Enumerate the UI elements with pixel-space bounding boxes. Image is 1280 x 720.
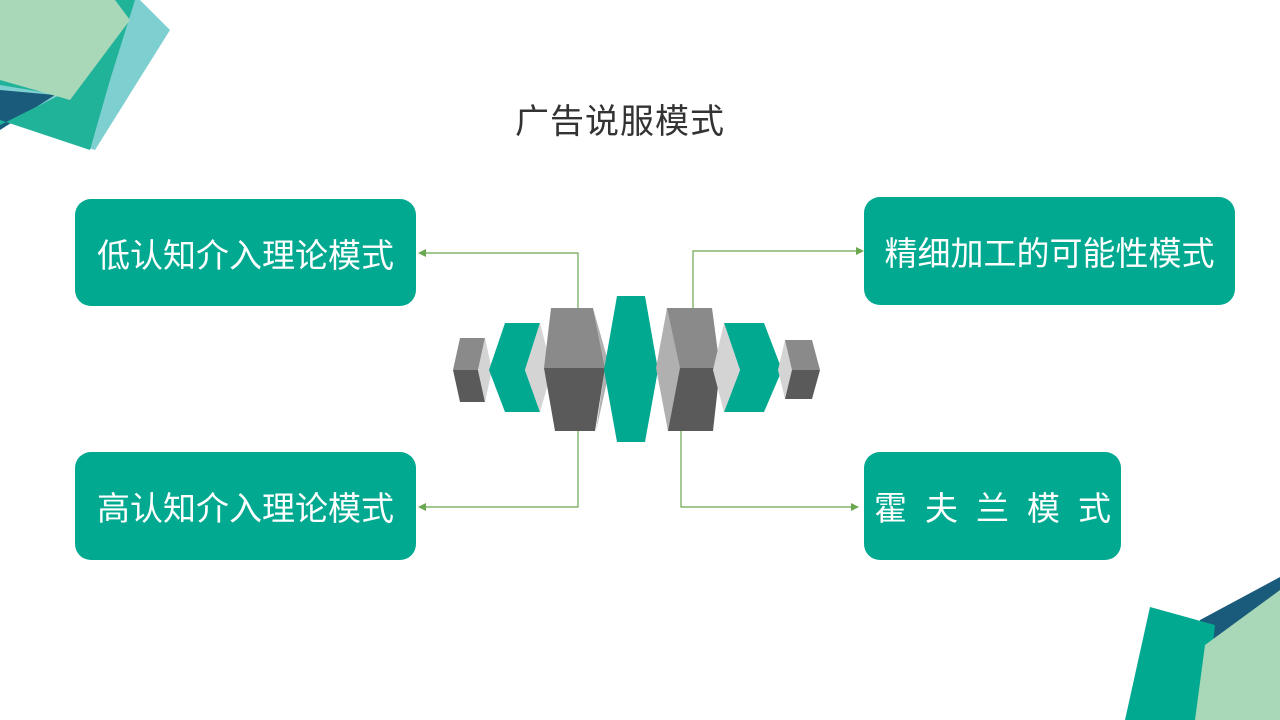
connector-top-left: [424, 252, 579, 308]
high-involvement-model-box: 高认知介入理论模式: [75, 452, 416, 560]
elaboration-likelihood-model-box: 精细加工的可能性模式: [864, 197, 1235, 305]
connectors: [418, 247, 864, 511]
connector-bottom-left: [424, 430, 579, 508]
hovland-model-box: 霍夫兰模式: [864, 452, 1121, 560]
connector-top-right: [692, 250, 858, 308]
bottom-right-decoration: [1125, 577, 1280, 720]
low-involvement-model-box: 低认知介入理论模式: [75, 199, 416, 306]
top-left-decoration: [0, 0, 170, 150]
central-graphic: [453, 296, 820, 442]
connector-bottom-right: [680, 430, 853, 508]
slide-title: 广告说服模式: [515, 102, 725, 142]
